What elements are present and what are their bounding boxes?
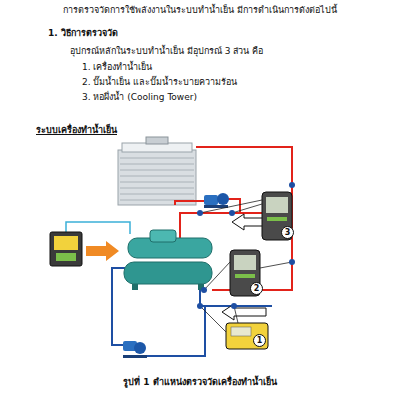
meter-panel xyxy=(56,253,76,261)
page-title: การตรวจวัดการใช้พลังงานในระบบทำน้ำเย็น ม… xyxy=(0,4,400,16)
condenser-pump xyxy=(204,193,229,208)
callout-text: 2 xyxy=(254,284,260,294)
measuring-point xyxy=(289,259,295,265)
meter-body xyxy=(230,250,260,296)
measuring-point xyxy=(289,182,295,188)
measuring-point xyxy=(229,210,235,216)
pump-casing xyxy=(217,193,229,205)
chilled-pipe xyxy=(112,268,125,345)
measuring-point xyxy=(197,210,203,216)
text-label: 2. ปั๊มน้ำเย็น และปั๊มน้ำระบายความร้อน xyxy=(82,76,237,88)
chilled-pump xyxy=(123,341,147,358)
measuring-point xyxy=(231,303,237,309)
tower-louvres xyxy=(120,158,194,200)
meter-keys xyxy=(235,274,255,278)
ultrasonic-meter xyxy=(226,323,268,349)
chiller-shell xyxy=(124,262,212,284)
text-label: ระบบเครื่องทำน้ำเย็น xyxy=(36,124,117,136)
handheld-meter xyxy=(230,250,260,296)
measure-arrow xyxy=(86,241,119,261)
chilled-pipe xyxy=(140,306,205,356)
tower-fan xyxy=(146,137,168,144)
callout-text: 3 xyxy=(285,228,291,238)
pump-casing xyxy=(134,342,146,354)
flow-meter-arrow xyxy=(222,304,266,320)
measuring-point xyxy=(201,287,207,293)
meter-screen xyxy=(266,197,288,213)
tower-body xyxy=(118,150,196,205)
callout-text: 1 xyxy=(257,336,263,346)
text-label: 1. วิธีการตรวจวัด xyxy=(48,27,118,39)
sensor-lead xyxy=(200,200,292,332)
figure-caption: รูปที่ 1 ตำแหน่งตรวจวัดเครื่องทำน้ำเย็น xyxy=(0,376,400,388)
meter-body xyxy=(226,323,268,349)
meter-body xyxy=(50,232,82,266)
measuring-point xyxy=(197,303,203,309)
cooling-tower xyxy=(118,137,196,205)
text-label: อุปกรณ์หลักในระบบทำน้ำเย็น มีอุปกรณ์ 3 ส… xyxy=(70,45,263,57)
compressor xyxy=(150,230,176,242)
meter-keys xyxy=(267,217,287,221)
callout-number: 2 xyxy=(250,282,263,295)
measuring-points xyxy=(197,182,295,309)
meter-screen xyxy=(54,236,78,250)
handheld-meter xyxy=(262,192,292,240)
chiller-leg xyxy=(132,284,138,290)
meter-screen xyxy=(234,255,256,270)
text-label: 1. เครื่องทำน้ำเย็น xyxy=(82,61,152,73)
condenser-pipe xyxy=(175,201,205,205)
meter-body xyxy=(262,192,292,240)
power-meter xyxy=(50,232,82,266)
chiller xyxy=(124,230,212,290)
callout-number: 3 xyxy=(281,226,294,239)
text-label: 3. หอผึ่งน้ำ (Cooling Tower) xyxy=(82,91,197,103)
meter-screen xyxy=(231,327,251,336)
callout-number: 1 xyxy=(253,334,266,347)
pump-base xyxy=(123,355,147,358)
pump-motor xyxy=(204,195,218,205)
